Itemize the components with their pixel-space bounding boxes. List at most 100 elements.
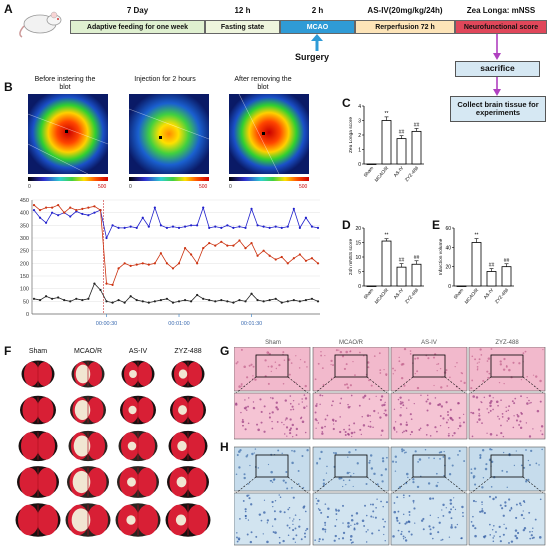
tissue-cell xyxy=(347,432,350,436)
tissue-cell xyxy=(322,383,325,387)
tissue-cell xyxy=(245,406,248,409)
tissue-cell xyxy=(339,350,343,354)
zoom-line xyxy=(235,376,257,394)
tissue-cell xyxy=(425,434,428,436)
tissue-cell xyxy=(338,537,340,540)
tissue-cell xyxy=(407,476,409,479)
series-point-0 xyxy=(250,207,253,210)
tissue-cell xyxy=(506,486,508,488)
tissue-cell xyxy=(429,435,432,437)
ttc-header-1: MCAO/R xyxy=(74,348,102,355)
tissue-cell xyxy=(264,359,267,362)
tissue-cell xyxy=(526,396,528,399)
tissue-cell xyxy=(529,537,532,540)
zoom-box xyxy=(255,454,289,478)
tissue-cell xyxy=(450,524,453,526)
series-point-1 xyxy=(202,247,205,250)
tissue-cell xyxy=(507,418,510,421)
tissue-cell xyxy=(445,369,448,372)
bar-y-label: 24h mNSS score xyxy=(348,239,354,276)
tissue-cell xyxy=(385,374,388,377)
tissue-panel xyxy=(312,347,390,392)
tissue-cell xyxy=(416,485,420,489)
tissue-cell xyxy=(479,456,482,458)
tissue-cell xyxy=(381,429,384,432)
tissue-cell xyxy=(262,533,264,535)
tissue-cell xyxy=(287,534,290,537)
significance-label: ## xyxy=(399,130,405,136)
tissue-cell xyxy=(271,427,274,430)
tissue-cell xyxy=(270,370,272,373)
tissue-cell xyxy=(510,540,514,543)
tissue-cell xyxy=(522,528,526,532)
tissue-cell xyxy=(383,525,385,528)
series-point-0 xyxy=(159,224,162,227)
tissue-cell xyxy=(476,366,479,368)
tissue-cell xyxy=(299,417,302,420)
brain-slice-right xyxy=(137,504,158,536)
tissue-cell xyxy=(396,518,398,520)
tissue-cell xyxy=(303,532,306,535)
tissue-cell xyxy=(520,464,523,467)
tissue-cell xyxy=(330,363,332,366)
bar-category-label: ZYZ-488 xyxy=(494,287,510,304)
tissue-cell xyxy=(247,519,250,521)
tissue-cell xyxy=(460,380,462,382)
tissue-cell xyxy=(403,347,407,351)
tissue-cell xyxy=(501,416,504,418)
tissue-cell xyxy=(246,376,249,379)
series-point-2 xyxy=(44,295,48,298)
flow-collect-tissue: Collect brain tissue for experiments xyxy=(450,96,546,122)
tissue-cell xyxy=(436,363,438,366)
tissue-cell xyxy=(505,406,507,408)
tissue-cell xyxy=(332,364,335,367)
tissue-cell xyxy=(528,435,532,438)
bar-category-label: ZYZ-488 xyxy=(404,165,420,182)
series-point-1 xyxy=(111,283,114,286)
tissue-cell xyxy=(396,431,398,433)
tissue-cell xyxy=(289,427,293,430)
tissue-cell xyxy=(257,428,260,432)
tissue-cell xyxy=(342,479,345,482)
tissue-cell xyxy=(510,507,513,510)
tissue-cell xyxy=(530,534,533,537)
series-point-1 xyxy=(244,247,247,250)
tissue-cell xyxy=(359,351,361,354)
series-point-0 xyxy=(220,226,223,229)
bar xyxy=(381,240,392,287)
tissue-cell xyxy=(476,362,479,364)
tissue-cell xyxy=(440,386,443,389)
tissue-cell xyxy=(326,515,329,519)
tissue-cell xyxy=(458,424,462,428)
tissue-cell xyxy=(345,350,348,354)
tissue-cell xyxy=(523,517,525,520)
tissue-cell xyxy=(405,429,408,432)
tissue-cell xyxy=(271,397,274,400)
series-point-2 xyxy=(262,300,265,303)
tissue-cell xyxy=(404,536,407,539)
tissue-cell xyxy=(515,536,519,540)
tissue-cell xyxy=(483,396,486,399)
tissue-cell xyxy=(316,502,318,505)
tissue-cell xyxy=(353,431,356,434)
series-point-0 xyxy=(93,211,96,214)
tissue-cell xyxy=(489,448,492,451)
tissue-cell xyxy=(502,451,505,454)
tissue-cell xyxy=(344,433,347,436)
tissue-cell xyxy=(291,405,294,408)
he-header-0: Sham xyxy=(265,340,281,346)
tissue-cell xyxy=(513,402,516,405)
tissue-cell xyxy=(499,540,502,543)
series-point-0 xyxy=(153,206,156,209)
tissue-cell xyxy=(437,531,440,534)
tissue-cell xyxy=(491,529,494,531)
significance-label: ## xyxy=(399,258,405,264)
tissue-cell xyxy=(348,424,351,427)
tissue-cell xyxy=(373,472,376,476)
tissue-cell xyxy=(422,528,425,531)
tissue-cell xyxy=(495,400,499,404)
series-point-1 xyxy=(208,241,211,245)
series-point-2 xyxy=(75,297,78,300)
tissue-cell xyxy=(339,402,342,405)
tissue-panel xyxy=(312,392,390,440)
